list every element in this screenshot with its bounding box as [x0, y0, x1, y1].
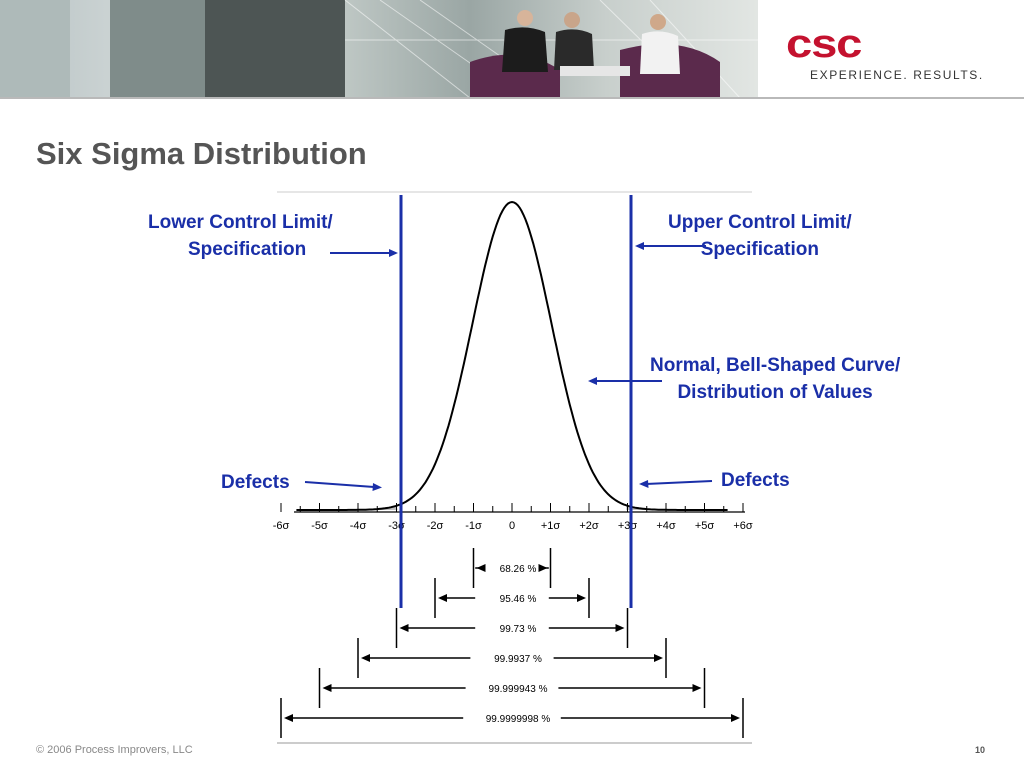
bell-curve	[296, 200, 728, 511]
lower-limit-line1: Lower Control Limit/	[148, 212, 333, 233]
axis-tick-label: -2σ	[427, 520, 444, 532]
defects-left-pointer	[304, 481, 375, 488]
logo-tagline: EXPERIENCE. RESULTS.	[810, 68, 984, 82]
coverage-arrowhead-left	[322, 684, 332, 692]
callout-pointers	[304, 245, 713, 488]
curve-line2: Distribution of Values	[677, 382, 873, 403]
axis-tick-label: +3σ	[618, 520, 638, 532]
lower-limit-arrowhead	[389, 249, 398, 257]
lower-limit-line2: Specification	[188, 239, 307, 260]
page-title: Six Sigma Distribution	[36, 136, 367, 171]
defects-left-arrowhead	[372, 483, 382, 491]
coverage-percent-label: 99.999943 %	[489, 684, 548, 695]
axis-tick-label: +2σ	[579, 520, 599, 532]
coverage-arrowhead-right	[538, 564, 548, 572]
coverage-arrowhead-right	[731, 714, 740, 722]
footer-copyright: © 2006 Process Improvers, LLC	[36, 744, 193, 756]
coverage-percent-label: 99.9999998 %	[486, 714, 551, 725]
coverage-arrowhead-left	[476, 564, 486, 572]
axis-tick-label: -4σ	[350, 520, 367, 532]
coverage-brackets: 68.26 % 95.46 % 99.73 % 99.9937 % 99.999943 …	[280, 548, 744, 738]
coverage-arrowhead-left	[438, 594, 447, 602]
coverage-percent-label: 99.9937 %	[494, 654, 542, 665]
upper-limit-arrowhead	[635, 242, 644, 250]
axis-tick-label: 0	[509, 520, 515, 532]
upper-limit-line2: Specification	[700, 239, 819, 260]
upper-limit-line1: Upper Control Limit/	[668, 212, 852, 233]
sigma-axis-ticks	[280, 503, 744, 512]
curve-callout: Normal, Bell-Shaped Curve/ Distribution …	[650, 352, 900, 406]
lower-limit-callout: Lower Control Limit/ Specification	[148, 209, 333, 263]
coverage-arrowhead-right	[654, 654, 663, 662]
defects-left-shaded-tail	[296, 505, 398, 510]
defects-right-pointer	[645, 480, 713, 485]
defects-right-shaded-tail	[626, 505, 728, 510]
defects-left-callout: Defects	[221, 472, 290, 493]
coverage-arrowhead-left	[284, 714, 293, 722]
defects-right-callout: Defects	[721, 470, 790, 491]
logo-area	[758, 0, 1024, 98]
axis-tick-label: +5σ	[695, 520, 715, 532]
coverage-percent-label: 99.73 %	[500, 624, 537, 635]
coverage-arrowhead-left	[399, 624, 409, 632]
banner-divider	[0, 97, 1024, 99]
csc-logo: csc	[786, 22, 862, 66]
axis-tick-label: -1σ	[465, 520, 482, 532]
coverage-percent-label: 68.26 %	[500, 564, 537, 575]
header-photo	[0, 0, 758, 98]
coverage-arrowhead-right	[577, 594, 586, 602]
coverage-arrowhead-right	[692, 684, 702, 692]
callout-arrowheads	[372, 242, 649, 491]
coverage-percent-label: 95.46 %	[500, 594, 537, 605]
meeting-photo-illustration	[0, 0, 758, 98]
defects-right-arrowhead	[639, 480, 649, 488]
axis-tick-label: +4σ	[656, 520, 676, 532]
axis-tick-label: -6σ	[273, 520, 290, 532]
curve-arrowhead	[588, 377, 597, 385]
curve-line1: Normal, Bell-Shaped Curve/	[650, 355, 901, 376]
coverage-arrowhead-left	[361, 654, 370, 662]
page-number: 10	[975, 745, 986, 755]
coverage-arrowhead-right	[615, 624, 625, 632]
axis-tick-label: +1σ	[541, 520, 561, 532]
header-banner: csc EXPERIENCE. RESULTS.	[0, 0, 1024, 99]
upper-limit-callout: Upper Control Limit/ Specification	[668, 209, 852, 263]
axis-tick-label: -5σ	[311, 520, 328, 532]
axis-tick-label: +6σ	[733, 520, 753, 532]
